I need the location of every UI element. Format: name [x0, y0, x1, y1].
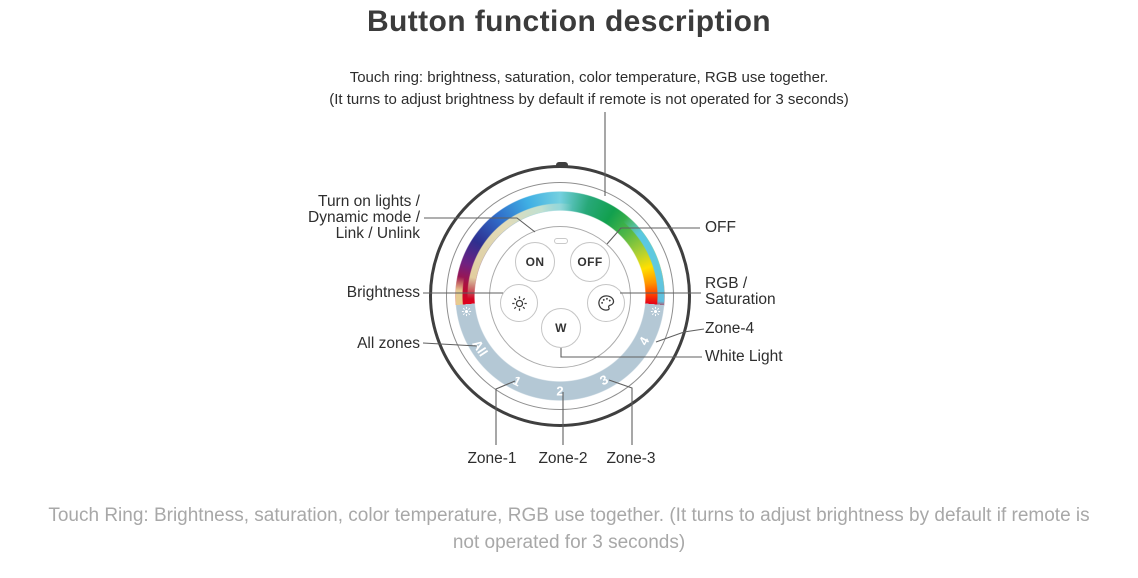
label-turn-on-line3: Link / Unlink	[335, 225, 420, 242]
label-rgb-line1: RGB /	[705, 275, 748, 292]
touch-ring-note: Touch ring: brightness, saturation, colo…	[289, 67, 889, 111]
label-zone-2: Zone-2	[538, 450, 588, 467]
label-zone-3: Zone-3	[606, 450, 656, 467]
label-rgb-saturation: RGB / Saturation	[705, 276, 776, 308]
on-button: ON	[515, 242, 555, 282]
touch-ring-note-line2: (It turns to adjust brightness by defaul…	[329, 91, 849, 108]
label-turn-on-line2: Dynamic mode /	[308, 209, 420, 226]
brightness-button	[500, 284, 538, 322]
led-indicator	[554, 238, 568, 244]
off-button: OFF	[570, 242, 610, 282]
sun-icon	[461, 306, 472, 317]
bottom-caption-line2: not operated for 3 seconds)	[452, 532, 686, 553]
bottom-caption: Touch Ring: Brightness, saturation, colo…	[0, 502, 1138, 556]
sun-icon	[650, 306, 661, 317]
bottom-caption-line1: Touch Ring: Brightness, saturation, colo…	[48, 505, 1090, 526]
label-zone-1: Zone-1	[467, 450, 517, 467]
zone-arc-label-2: 2	[556, 383, 564, 399]
label-all-zones: All zones	[357, 335, 420, 352]
page-title: Button function description	[366, 5, 772, 38]
label-rgb-line2: Saturation	[705, 291, 776, 308]
label-brightness: Brightness	[346, 284, 420, 301]
label-turn-on-lights: Turn on lights / Dynamic mode / Link / U…	[222, 194, 420, 242]
label-off: OFF	[705, 219, 736, 236]
white-light-button: W	[541, 308, 581, 348]
palette-icon	[598, 295, 615, 311]
label-zone-4: Zone-4	[705, 320, 755, 337]
sun-icon	[511, 295, 527, 311]
label-turn-on-line1: Turn on lights /	[318, 193, 420, 210]
remote-top-notch	[556, 162, 568, 168]
label-white-light: White Light	[705, 348, 783, 365]
touch-ring-note-line1: Touch ring: brightness, saturation, colo…	[349, 69, 829, 86]
rgb-saturation-button	[587, 284, 625, 322]
remote-mid-circle	[446, 182, 674, 410]
